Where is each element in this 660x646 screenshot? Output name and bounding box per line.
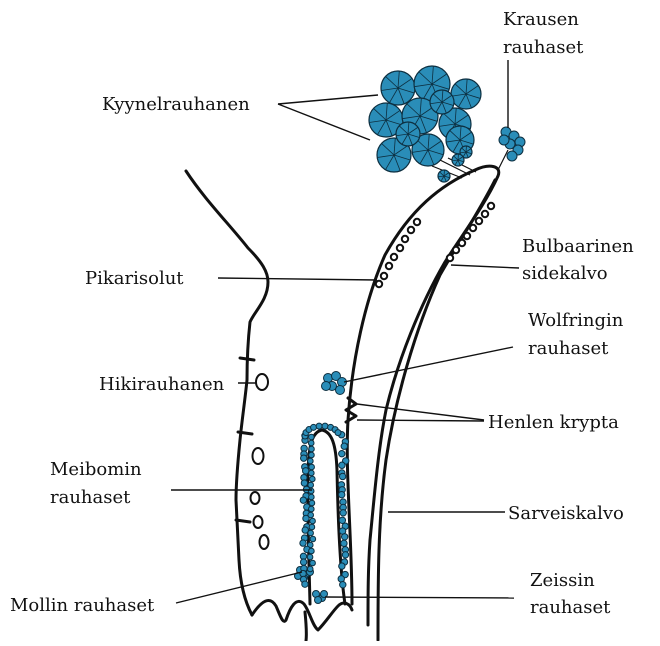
label-wolfringin-line2: rauhaset bbox=[528, 338, 609, 359]
lid-margin-folds bbox=[252, 600, 352, 641]
meibomian-acinus bbox=[309, 494, 315, 500]
label-bulbaarinen-line2: sidekalvo bbox=[522, 263, 608, 284]
label-hikirauhanen: Hikirauhanen bbox=[99, 374, 225, 395]
lacrimal-lobule bbox=[452, 154, 464, 166]
krause-duct bbox=[498, 150, 508, 170]
meibomian-acinus bbox=[307, 566, 313, 572]
meibomian-acinus bbox=[338, 491, 344, 497]
label-meibomin-line2: rauhaset bbox=[50, 487, 131, 508]
label-sarveiskalvo: Sarveiskalvo bbox=[508, 503, 624, 524]
meibomian-acinus bbox=[340, 581, 346, 587]
krause-glands bbox=[498, 127, 525, 170]
zeiss-gland-cell bbox=[315, 597, 322, 604]
krause-gland-cell bbox=[507, 151, 517, 161]
label-kyynelrauhanen: Kyynelrauhanen bbox=[102, 94, 250, 115]
meibomian-acinus bbox=[341, 540, 347, 546]
meibomian-acinus bbox=[301, 480, 307, 486]
label-krausen-line2: rauhaset bbox=[503, 37, 584, 58]
meibomian-acinus bbox=[309, 434, 315, 440]
wolfring-gland-cell bbox=[322, 382, 331, 391]
meibomian-acinus bbox=[308, 458, 314, 464]
meibomian-acinus bbox=[300, 497, 306, 503]
meibomian-acinus bbox=[310, 518, 316, 524]
label-wolfringin-line1: Wolfringin bbox=[528, 310, 624, 331]
meibomian-acinus bbox=[339, 462, 345, 468]
label-zeissin-line2: rauhaset bbox=[530, 597, 611, 618]
meibomian-acinus bbox=[300, 559, 306, 565]
meibomian-acinus bbox=[309, 452, 315, 458]
meibomian-acinus bbox=[309, 548, 315, 554]
meibomian-acinus bbox=[309, 506, 315, 512]
meibomian-acinus bbox=[303, 515, 309, 521]
meibomian-acinus bbox=[339, 473, 345, 479]
meibomian-acinus bbox=[308, 440, 314, 446]
meibomian-acinus bbox=[308, 488, 314, 494]
label-henlen-krypta: Henlen krypta bbox=[488, 412, 619, 433]
meibomian-acinus bbox=[302, 468, 308, 474]
cornea-outline bbox=[378, 180, 495, 640]
meibomian-acinus bbox=[310, 560, 316, 566]
label-meibomin-line1: Meibomin bbox=[50, 459, 142, 480]
wolfring-gland-cell bbox=[336, 386, 345, 395]
meibomian-acinus bbox=[342, 552, 348, 558]
lacrimal-lobule bbox=[430, 90, 454, 114]
lacrimal-lobule bbox=[381, 71, 415, 105]
meibomian-acinus bbox=[316, 423, 322, 429]
meibomian-acinus bbox=[335, 430, 341, 436]
meibomian-acinus bbox=[311, 424, 317, 430]
meibomian-acinus bbox=[309, 464, 315, 470]
lacrimal-lobule bbox=[438, 170, 450, 182]
label-bulbaarinen-line1: Bulbaarinen bbox=[522, 236, 634, 257]
label-zeissin-line1: Zeissin bbox=[530, 570, 595, 591]
label-mollin-rauhaset: Mollin rauhaset bbox=[10, 595, 155, 616]
meibomian-acinus bbox=[301, 455, 307, 461]
meibomian-acinus bbox=[309, 446, 315, 452]
meibomian-acinus bbox=[341, 443, 347, 449]
meibomian-acinus bbox=[339, 517, 345, 523]
meibomian-acinus bbox=[309, 524, 315, 530]
meibomian-acinus bbox=[340, 510, 346, 516]
palpebral-conjunctiva-outline bbox=[347, 166, 499, 625]
meibomian-acinus bbox=[339, 450, 345, 456]
meibomian-acinus bbox=[309, 470, 315, 476]
meibomian-glands bbox=[300, 423, 349, 588]
krause-gland-cell bbox=[499, 135, 509, 145]
meibomian-acinus bbox=[300, 540, 306, 546]
lacrimal-lobule bbox=[451, 79, 481, 109]
meibomian-acinus bbox=[310, 536, 316, 542]
label-krausen-line1: Krausen bbox=[503, 9, 579, 30]
meibomian-acinus bbox=[308, 530, 314, 536]
lacrimal-gland bbox=[369, 66, 481, 182]
meibomian-acinus bbox=[302, 581, 308, 587]
meibomian-acinus bbox=[310, 476, 316, 482]
sweat-glands bbox=[251, 374, 269, 549]
meibomian-acinus bbox=[322, 423, 328, 429]
lacrimal-lobule bbox=[396, 122, 420, 146]
label-pikarisolut: Pikarisolut bbox=[85, 268, 184, 289]
meibomian-acinus bbox=[309, 500, 315, 506]
meibomian-acinus bbox=[339, 563, 345, 569]
meibomian-acinus bbox=[307, 554, 313, 560]
meibomian-acinus bbox=[341, 534, 347, 540]
